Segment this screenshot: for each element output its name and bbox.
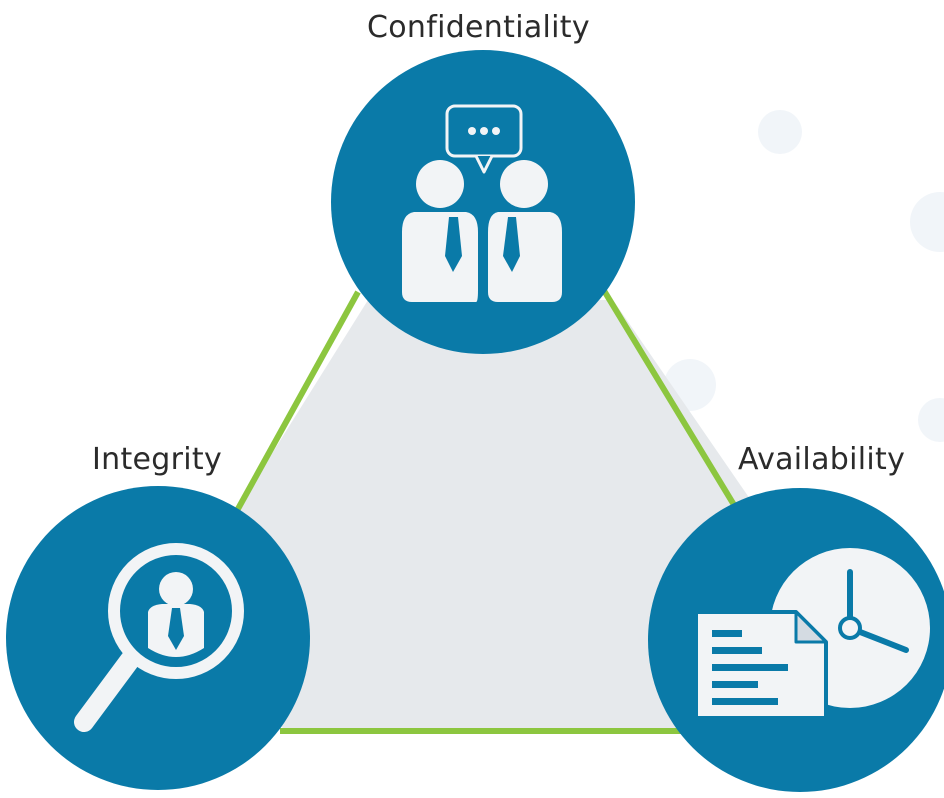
triad-triangle [168, 300, 792, 730]
node-integrity [6, 486, 310, 790]
background-decor [664, 110, 944, 442]
edge-confidentiality-integrity [215, 290, 361, 547]
label-confidentiality: Confidentiality [367, 10, 590, 45]
edge-availability-confidentiality [597, 282, 751, 530]
people-talking-icon [402, 104, 562, 302]
document-clock-icon [694, 548, 930, 720]
label-integrity: Integrity [92, 442, 223, 477]
magnifier-person-icon [74, 543, 244, 732]
label-availability: Availability [738, 442, 906, 477]
node-availability [648, 488, 944, 792]
node-confidentiality [331, 50, 635, 354]
